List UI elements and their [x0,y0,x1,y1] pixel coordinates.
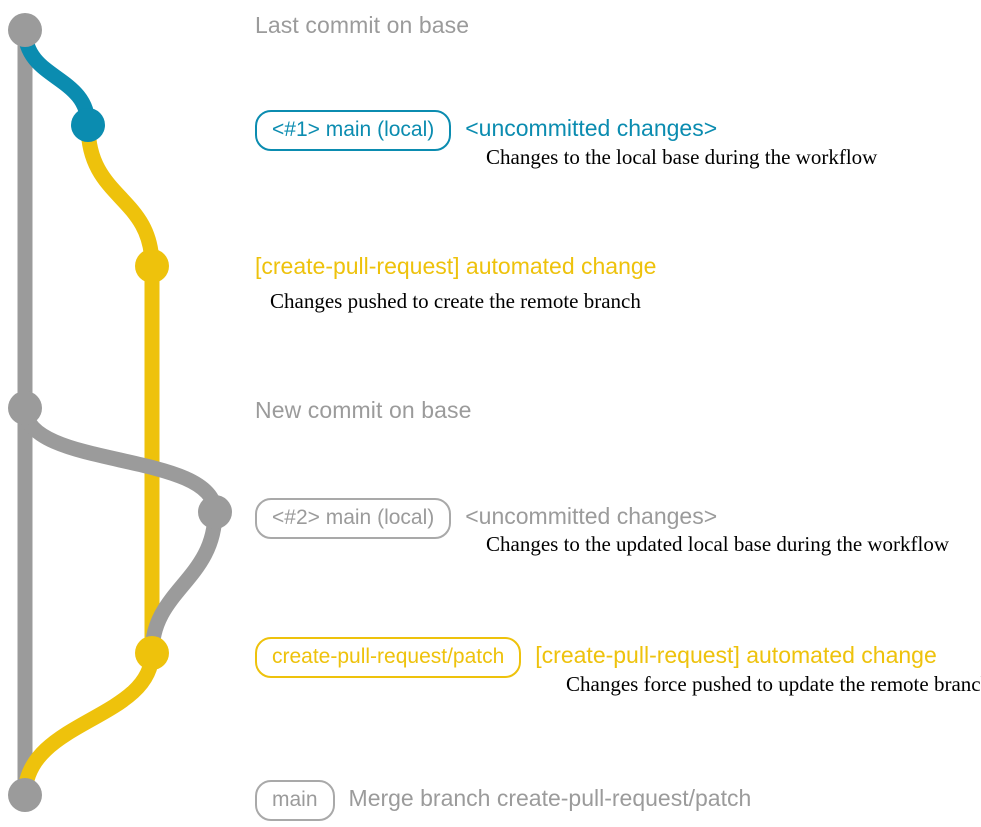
row-local-commit-2: <#2> main (local) <uncommitted changes> [255,498,717,539]
commit-node-remote-1[interactable] [135,249,169,283]
heading-last-commit-on-base: Last commit on base [255,12,470,38]
ref-badge-main[interactable]: main [255,780,335,821]
row-last-commit-on-base: Last commit on base [255,14,469,37]
commit-subject-remote-2: [create-pull-request] automated change [535,642,937,668]
commit-description-remote-1: Changes pushed to create the remote bran… [270,289,641,313]
branch-remote-line [80,117,160,661]
commit-node-base-new[interactable] [8,391,42,425]
commit-node-base-top[interactable] [8,13,42,47]
row-remote-commit-2: create-pull-request/patch [create-pull-r… [255,637,937,678]
ref-badge-create-pull-request-patch[interactable]: create-pull-request/patch [255,637,522,678]
commit-subject-local-2: <uncommitted changes> [465,503,718,529]
commit-subject-remote-1: [create-pull-request] automated change [255,253,657,279]
ref-badge-main-local-2[interactable]: <#2> main (local) [255,498,452,539]
row-merge-commit: main Merge branch create-pull-request/pa… [255,780,751,821]
commit-node-local-1[interactable] [71,108,105,142]
merge-curve-line [17,645,160,803]
ref-badge-main-local-1[interactable]: <#1> main (local) [255,110,452,151]
commit-description-remote-2: Changes force pushed to update the remot… [566,672,981,696]
row-local-commit-1: <#1> main (local) <uncommitted changes> [255,110,717,151]
commit-description-local-1: Changes to the local base during the wor… [486,145,878,169]
commit-node-local-2[interactable] [198,495,232,529]
row-new-commit-on-base: New commit on base [255,399,472,422]
heading-new-commit-on-base: New commit on base [255,397,472,423]
branch-local-1-line [17,22,96,133]
branch-local-2-line [17,400,223,661]
commit-node-remote-2[interactable] [135,636,169,670]
commit-description-local-2: Changes to the updated local base during… [486,532,950,556]
commit-subject-merge: Merge branch create-pull-request/patch [348,785,752,811]
commit-subject-local-1: <uncommitted changes> [465,115,718,141]
commit-node-merge[interactable] [8,778,42,812]
